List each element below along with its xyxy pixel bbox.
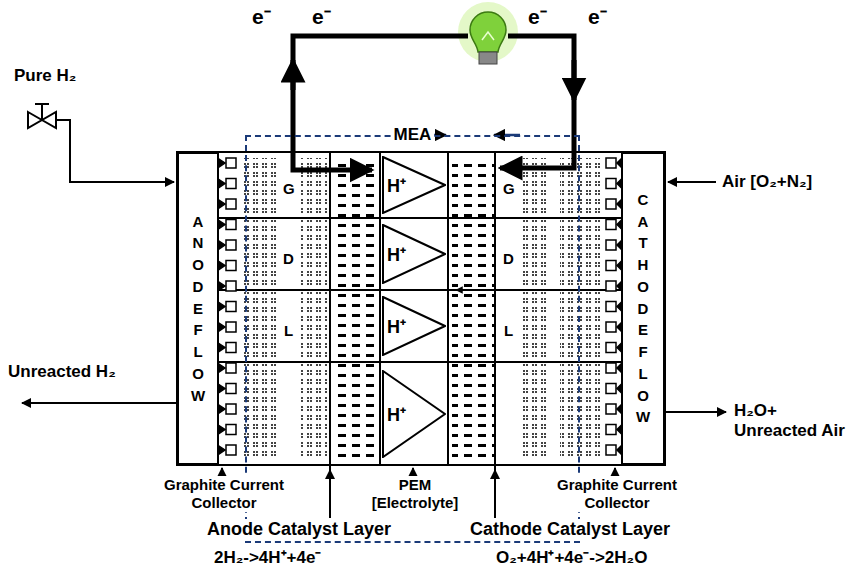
proton-triangle: H⁺ xyxy=(382,296,446,356)
electron-label: e⁻ xyxy=(312,4,331,29)
part-label: Anode Catalyst Layer xyxy=(205,519,393,541)
reaction-equation: O₂+4H⁺+4e⁻->2H₂O xyxy=(494,548,649,568)
proton-triangle: H⁺ xyxy=(382,224,446,284)
gas-label: Unreacted H₂ xyxy=(8,362,158,382)
flow-arrow xyxy=(456,289,492,291)
gas-label: Air [O₂+N₂] xyxy=(722,172,812,192)
anode-flow-channel: ANODE FLOW xyxy=(177,152,219,465)
electron-label: e⁻ xyxy=(528,4,547,29)
electron-arrow xyxy=(572,60,577,100)
part-label: Graphite Current Collector xyxy=(152,476,296,512)
part-label: Cathode Catalyst Layer xyxy=(468,519,672,541)
proton-triangle: H⁺ xyxy=(382,370,446,458)
channel-label: CATHODE FLOW xyxy=(636,189,651,428)
catalyst-texture xyxy=(335,158,377,460)
cathode-flow-channel: CATHODE FLOW xyxy=(621,152,665,465)
electron-label: e⁻ xyxy=(588,4,607,29)
external-wire xyxy=(293,36,574,170)
layer-letter: D xyxy=(283,250,294,268)
ion-label: H⁺ xyxy=(387,402,406,426)
gas-label: H₂O+ Unreacted Air xyxy=(734,401,862,442)
layer-letter: D xyxy=(503,250,514,268)
ion-label: H⁺ xyxy=(387,314,406,338)
reaction-equation: 2H₂->4H⁺+4e⁻ xyxy=(212,548,323,568)
gdl-texture xyxy=(523,158,550,460)
electron-label: e⁻ xyxy=(252,4,271,29)
ion-label: H⁺ xyxy=(387,173,406,197)
gdl-texture xyxy=(300,158,327,460)
gas-label: Pure H₂ xyxy=(14,66,76,86)
valve-symbol xyxy=(28,104,56,128)
part-label: Graphite Current Collector xyxy=(545,476,689,512)
gdl-texture xyxy=(560,158,600,460)
region-label: MEA xyxy=(391,125,435,145)
light-bulb xyxy=(458,2,518,64)
part-label: PEM [Electrolyte] xyxy=(366,476,464,512)
layer-letter: L xyxy=(284,322,293,340)
layer-letter: G xyxy=(503,180,515,198)
proton-triangle: H⁺ xyxy=(382,156,446,214)
cell-outline xyxy=(177,152,665,518)
electron-arrow xyxy=(291,60,296,90)
catalyst-texture xyxy=(452,158,494,460)
layer-letter: L xyxy=(504,322,513,340)
layer-letter: G xyxy=(283,180,295,198)
channel-label: ANODE FLOW xyxy=(191,211,206,407)
ion-label: H⁺ xyxy=(387,242,406,266)
